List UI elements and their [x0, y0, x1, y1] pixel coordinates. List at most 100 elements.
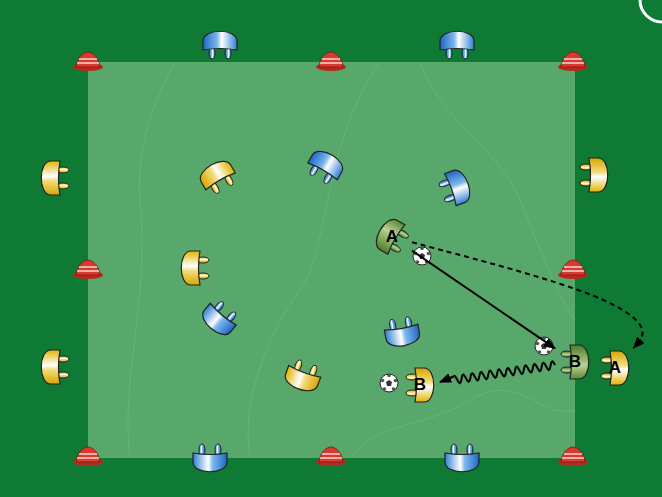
player-body: [198, 303, 236, 339]
cone-body: [561, 52, 585, 67]
player-body: [308, 147, 347, 180]
player-shape-group: [601, 351, 629, 385]
player-figure: [198, 296, 242, 339]
player-marker: [580, 158, 608, 192]
contour-line: [128, 62, 175, 458]
cone-body: [561, 260, 585, 275]
player-body: [384, 324, 421, 348]
player-marker: [203, 31, 237, 59]
ball-patch: [416, 260, 420, 264]
player-figure: [193, 444, 227, 472]
ball-patch: [392, 387, 396, 391]
player-marker: [41, 161, 69, 195]
cone-body: [319, 447, 343, 462]
cone-stripes: [562, 454, 584, 458]
player-marker: [436, 167, 474, 208]
player-figure: [406, 368, 434, 402]
player-figure: [203, 31, 237, 59]
player-marker: [282, 357, 323, 395]
cone-marker: [558, 52, 588, 71]
playing-area: [88, 62, 575, 458]
player-shape-group: [406, 368, 434, 402]
player-node: A: [597, 350, 633, 386]
cone-marker: [73, 447, 103, 466]
player-marker: [445, 444, 479, 472]
cone-body: [319, 52, 343, 67]
cone-body: [76, 447, 100, 462]
cone-marker: [73, 260, 103, 279]
player-figure: [383, 315, 421, 348]
cone-stripes: [320, 454, 342, 458]
ball-patch: [381, 379, 385, 383]
player-body: [41, 350, 60, 384]
cone-marker: [558, 447, 588, 466]
cone-marker: [558, 260, 588, 279]
player-marker: [41, 350, 69, 384]
ball-patch: [420, 247, 424, 251]
cone-group: [73, 52, 588, 466]
cone-stripes: [562, 59, 584, 63]
player-body: [193, 453, 227, 472]
contour-line: [350, 390, 575, 458]
player-body: [196, 157, 235, 190]
player-marker: [383, 315, 421, 348]
cone-stripes: [320, 59, 342, 63]
cone-body: [561, 447, 585, 462]
player-figure: [601, 351, 629, 385]
contour-line: [248, 62, 380, 458]
player-node: B: [402, 367, 438, 403]
cone-marker: [316, 447, 346, 466]
player-node: A: [374, 219, 410, 255]
cone-marker: [316, 52, 346, 71]
player-figure: [561, 345, 589, 379]
player-body: [181, 251, 200, 285]
cone-stripes: [562, 267, 584, 271]
pass-arrow: [412, 251, 555, 349]
player-letter: A: [609, 359, 621, 378]
cone-body: [76, 52, 100, 67]
player-letter: B: [414, 376, 426, 395]
cone-stripes: [77, 267, 99, 271]
ball-icon: [380, 374, 398, 392]
player-shape-group: [561, 345, 589, 379]
player-figure: [41, 350, 69, 384]
player-marker: [440, 31, 474, 59]
ball-patch: [538, 350, 542, 354]
ball-patch: [386, 380, 392, 386]
player-figure: [41, 161, 69, 195]
player-body: [203, 31, 237, 50]
cone-stripes: [77, 59, 99, 63]
player-figure: [436, 167, 474, 208]
player-figure: [282, 357, 323, 395]
ground-contours: [128, 62, 575, 458]
player-marker: [303, 147, 346, 188]
cone-body: [76, 260, 100, 275]
player-figure: [445, 444, 479, 472]
player-group: [41, 31, 608, 472]
ball-patch: [547, 350, 551, 354]
corner-arc: [640, 0, 662, 22]
player-figure: [303, 147, 346, 188]
ball-patch: [394, 379, 398, 383]
ball-patch: [541, 343, 547, 349]
ball-patch: [427, 252, 431, 256]
player-marker: [198, 296, 242, 339]
dribble-path: [440, 361, 555, 383]
ball-patch: [383, 387, 387, 391]
player-shape-group: [372, 215, 413, 258]
player-body: [282, 365, 320, 394]
player-marker: [193, 444, 227, 472]
run-path: [412, 242, 643, 348]
player-letter: A: [386, 228, 398, 247]
cone-marker: [73, 52, 103, 71]
ball-patch: [387, 374, 391, 378]
player-marker: [196, 157, 239, 198]
player-body: [440, 31, 474, 50]
player-letter: B: [569, 353, 581, 372]
player-marker: [181, 251, 209, 285]
player-figure: [580, 158, 608, 192]
